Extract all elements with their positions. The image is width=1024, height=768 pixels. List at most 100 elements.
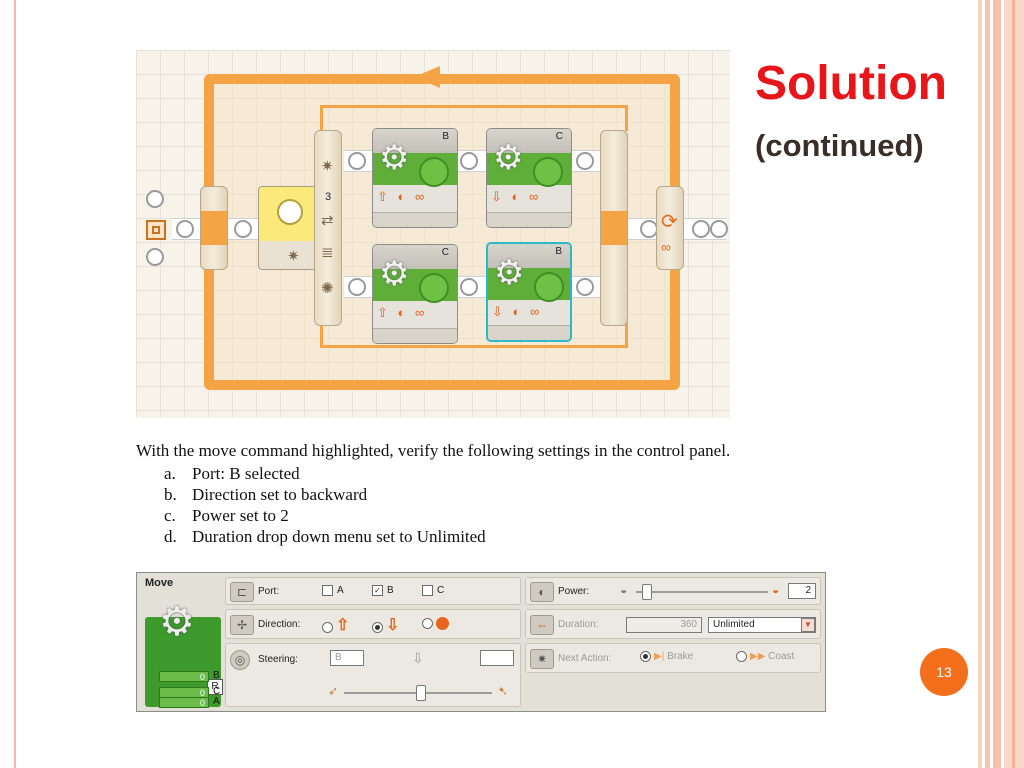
port-label: B (555, 246, 562, 257)
next-action-icon: ✷ (530, 649, 554, 669)
control-panel: Move R 0 A ⚙ 0 B 0 C ⊏ Port: A ✓B C ✢ Di… (136, 572, 826, 712)
light-sensor-icon: ✷ (287, 248, 300, 265)
steering-icon: ◎ (230, 650, 250, 670)
plug-icon (348, 152, 366, 170)
plug-icon (234, 220, 252, 238)
feedback-port: A (213, 696, 220, 707)
power-label: Power: (558, 586, 590, 597)
motor-icon (419, 157, 449, 187)
switch-bottom-beam (320, 320, 628, 348)
move-block[interactable]: C ⚙ ⇩ ◐ ∞ (486, 128, 572, 228)
duration-input[interactable]: 360 (626, 617, 702, 633)
loop-left-pillar[interactable] (200, 186, 228, 270)
direction-icon: ✢ (230, 615, 254, 635)
plug-icon (692, 220, 710, 238)
slow-turtle-icon: ◒ (620, 583, 628, 597)
steering-group: ◎ Steering: B ⇩ ➶ ➷ (225, 643, 521, 707)
move-block[interactable]: C ⚙ ⇧ ◐ ∞ (372, 244, 458, 344)
steering-slider-thumb[interactable] (416, 685, 426, 701)
steer-left-icon: ➶ (328, 684, 339, 698)
next-action-group: ✷ Next Action: ▶| Brake ▶▶ Coast (525, 643, 821, 673)
steering-right-select[interactable] (480, 650, 514, 666)
move-block[interactable]: B ⚙ ⇧ ◐ ∞ (372, 128, 458, 228)
loop-infinite-icon: ⟳ (661, 211, 678, 233)
steering-label: Steering: (258, 654, 299, 665)
stop-icon (436, 617, 449, 630)
list-item: b.Direction set to backward (164, 485, 368, 504)
fast-rabbit-icon: ◒ (772, 583, 780, 597)
switch-top-beam (320, 105, 628, 131)
list-icon: ≣ (321, 244, 334, 261)
program-canvas: ⟳ ∞ ✷ ✷ 3 ⇄ ≣ ✺ B ⚙ ⇧ ◐ ∞ C ⚙ ⇩ ◐ ∞ (136, 50, 730, 418)
feedback-port: B (213, 670, 220, 681)
start-point-icon[interactable] (146, 220, 166, 240)
page-number-badge: 13 (920, 648, 968, 696)
instructions-intro: With the move command highlighted, verif… (136, 441, 731, 460)
move-block-selected[interactable]: B ⚙ ⇩ ◐ ∞ (486, 242, 572, 342)
panel-title: Move (145, 577, 174, 589)
direction-forward-radio[interactable]: ⇧ (322, 615, 349, 635)
backward-arrow-icon: ⇩ (386, 617, 400, 634)
plug-icon (576, 278, 594, 296)
unlimited-icon: ∞ (661, 239, 671, 255)
forward-arrow-icon: ⇧ (336, 617, 350, 634)
switch-value: 3 (325, 191, 332, 203)
duration-unit-select[interactable]: Unlimited (708, 617, 816, 633)
direction-group: ✢ Direction: ⇧ ⇩ (225, 609, 521, 639)
switch-left-pillar[interactable]: ✷ 3 ⇄ ≣ ✺ (314, 130, 342, 326)
port-c-checkbox[interactable]: C (422, 585, 444, 596)
gear-icon: ⚙ (379, 255, 410, 293)
light-sensor-block[interactable]: ✷ (258, 186, 320, 270)
duration-icon: ⇔ (530, 615, 554, 635)
sun-dim-icon: ✺ (321, 280, 334, 297)
forward-arrow-icon: ⇧ ◐ ∞ (377, 305, 428, 320)
power-icon: ◐ (530, 582, 554, 602)
plug-icon (348, 278, 366, 296)
port-label: C (555, 131, 563, 142)
direction-backward-radio[interactable]: ⇩ (372, 615, 399, 635)
steering-left-select[interactable]: B (330, 650, 364, 666)
power-group: ◐ Power: ◒ ◒ 2 (525, 577, 821, 605)
power-input[interactable]: 2 (788, 583, 816, 599)
gear-icon: ⚙ (494, 254, 525, 292)
sun-icon: ✷ (321, 158, 334, 175)
coast-radio[interactable]: ▶▶ Coast (736, 651, 794, 662)
plug-icon (460, 152, 478, 170)
steer-right-icon: ➷ (498, 684, 509, 698)
port-group: ⊏ Port: A ✓B C (225, 577, 521, 605)
direction-stop-radio[interactable] (422, 617, 449, 630)
power-slider-track[interactable] (636, 591, 768, 593)
loop-arrow-icon (414, 66, 440, 88)
plug-icon (460, 278, 478, 296)
steps-list: a.Port: B selected b.Direction set to ba… (136, 463, 776, 547)
right-border-band (978, 0, 982, 768)
instructions: With the move command highlighted, verif… (136, 440, 776, 547)
feedback-value: 0 (159, 687, 209, 698)
switch-right-pillar[interactable] (600, 130, 628, 326)
gear-icon: ⚙ (379, 139, 410, 177)
motor-icon (534, 272, 564, 302)
brake-radio[interactable]: ▶| Brake (640, 651, 693, 662)
steering-motor-icon: ⇩ (412, 650, 424, 666)
duration-label: Duration: (558, 619, 599, 630)
motor-icon (533, 157, 563, 187)
light-bulb-icon (277, 199, 303, 225)
chevron-down-icon[interactable]: ▼ (801, 618, 815, 632)
forward-arrow-icon: ⇧ ◐ ∞ (377, 189, 428, 204)
port-b-checkbox[interactable]: ✓B (372, 585, 394, 596)
slide-title: Solution (755, 57, 947, 110)
port-a-checkbox[interactable]: A (322, 585, 344, 596)
port-label: C (441, 247, 449, 258)
list-item: a.Port: B selected (164, 464, 300, 483)
motor-icon (419, 273, 449, 303)
loop-right-pillar[interactable]: ⟳ ∞ (656, 186, 684, 270)
power-slider-thumb[interactable] (642, 584, 652, 600)
left-rule (14, 0, 16, 768)
backward-arrow-icon: ⇩ ◐ ∞ (491, 189, 542, 204)
right-border-band (993, 0, 1001, 768)
port-icon: ⊏ (230, 582, 254, 602)
slide-subtitle: (continued) (755, 128, 924, 163)
plug-icon (146, 190, 164, 208)
gear-icon: ⚙ (159, 600, 195, 644)
gear-icon: ⚙ (493, 139, 524, 177)
